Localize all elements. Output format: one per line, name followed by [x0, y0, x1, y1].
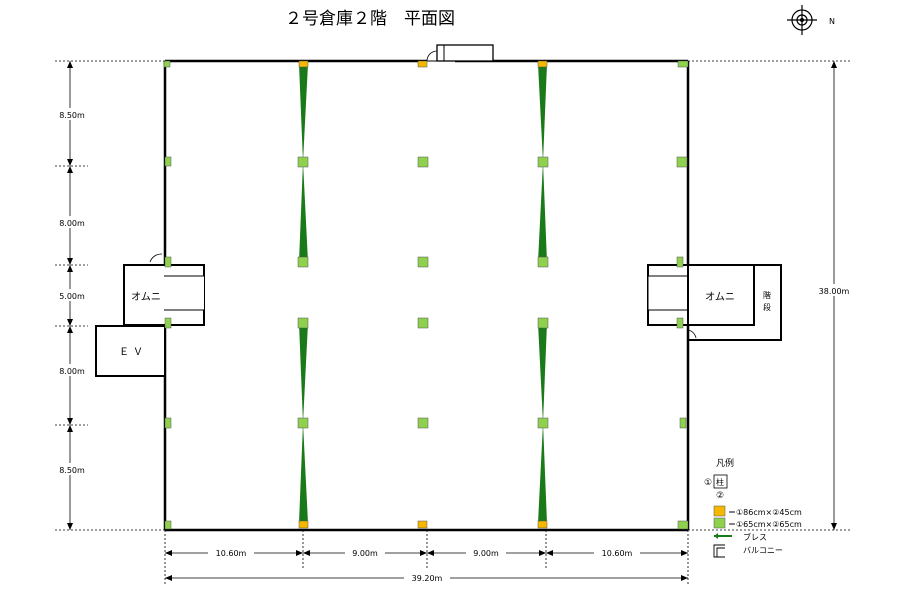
legend-item-4: バルコニー — [743, 546, 783, 555]
legend-side-1: ① — [704, 478, 712, 488]
column — [297, 317, 309, 329]
legend-item-2: ＝①65cm×②65cm — [728, 520, 802, 529]
column — [164, 520, 172, 530]
column — [676, 317, 684, 329]
legend-brace-arrow — [714, 533, 718, 539]
column — [297, 156, 309, 168]
legend-green-swatch — [713, 517, 726, 529]
column — [297, 417, 309, 429]
omni-left-label: オムニ — [131, 291, 161, 303]
column — [417, 256, 429, 268]
legend-item-1: ＝①86cm×②45cm — [728, 508, 802, 517]
column — [537, 156, 549, 168]
column — [417, 520, 428, 529]
column — [163, 60, 171, 68]
legend-side-2: ② — [716, 491, 724, 501]
legend-orange-swatch — [713, 505, 726, 517]
dim-left-4: 8.00m — [59, 367, 85, 376]
dim-left-1: 8.50m — [59, 111, 85, 120]
dim-bottom-1: 10.60m — [216, 549, 247, 558]
stairs-label-top: 階 — [763, 290, 771, 300]
omni-room-left — [123, 253, 205, 326]
column — [417, 417, 429, 429]
column — [417, 60, 428, 68]
dim-left-3: 5.00m — [59, 292, 85, 301]
legend-column-icon — [713, 474, 728, 489]
brace — [538, 323, 547, 423]
brace — [299, 423, 308, 523]
column — [164, 417, 172, 429]
column — [164, 256, 172, 268]
building-walls — [163, 59, 690, 532]
north-arrow-icon — [787, 5, 817, 35]
column — [537, 520, 548, 529]
north-label: N — [829, 17, 835, 26]
column — [297, 256, 309, 268]
brace-group — [299, 64, 547, 523]
column — [417, 156, 429, 168]
column — [537, 317, 549, 329]
dim-left-2: 8.00m — [59, 219, 85, 228]
brace — [538, 162, 547, 262]
column — [676, 156, 688, 168]
brace — [299, 162, 308, 262]
ev-room — [95, 325, 166, 377]
column — [298, 60, 309, 68]
column — [164, 317, 172, 329]
column — [537, 60, 548, 68]
column — [164, 156, 172, 167]
brace — [299, 64, 308, 162]
legend-item-3: ブレス — [743, 532, 767, 542]
column — [677, 60, 689, 68]
omni-right-label: オムニ — [705, 291, 735, 303]
stairs-label-bottom: 段 — [763, 302, 771, 312]
dim-bottom-3: 9.00m — [473, 549, 499, 558]
column — [677, 520, 689, 530]
legend-column-label: 柱 — [716, 477, 724, 487]
dim-bottom-4: 10.60m — [602, 549, 633, 558]
brace — [299, 323, 308, 423]
column — [676, 256, 684, 268]
column — [417, 317, 429, 329]
omni-room-right — [647, 264, 755, 339]
brace — [538, 423, 547, 523]
dim-bottom-total: 39.20m — [412, 574, 443, 583]
column — [679, 417, 687, 429]
columns — [163, 60, 689, 530]
top-balcony — [426, 44, 494, 62]
legend-title: 凡例 — [716, 457, 734, 469]
column — [298, 520, 309, 529]
dim-right-total: 38.00m — [819, 287, 850, 296]
ev-label: ＥＶ — [119, 347, 147, 358]
left-dimension-line — [55, 60, 165, 531]
legend: 凡例 ① 柱 ② ＝①86cm×②45cm ＝①65cm×②65cm ブレス バ… — [704, 457, 802, 558]
column — [537, 417, 549, 429]
brace — [538, 64, 547, 162]
stairs-room — [687, 264, 782, 341]
page-title: ２号倉庫２階 平面図 — [285, 9, 455, 29]
dim-bottom-2: 9.00m — [352, 549, 378, 558]
legend-balcony-icon — [713, 544, 725, 558]
column — [537, 256, 549, 268]
dim-left-5: 8.50m — [59, 466, 85, 475]
